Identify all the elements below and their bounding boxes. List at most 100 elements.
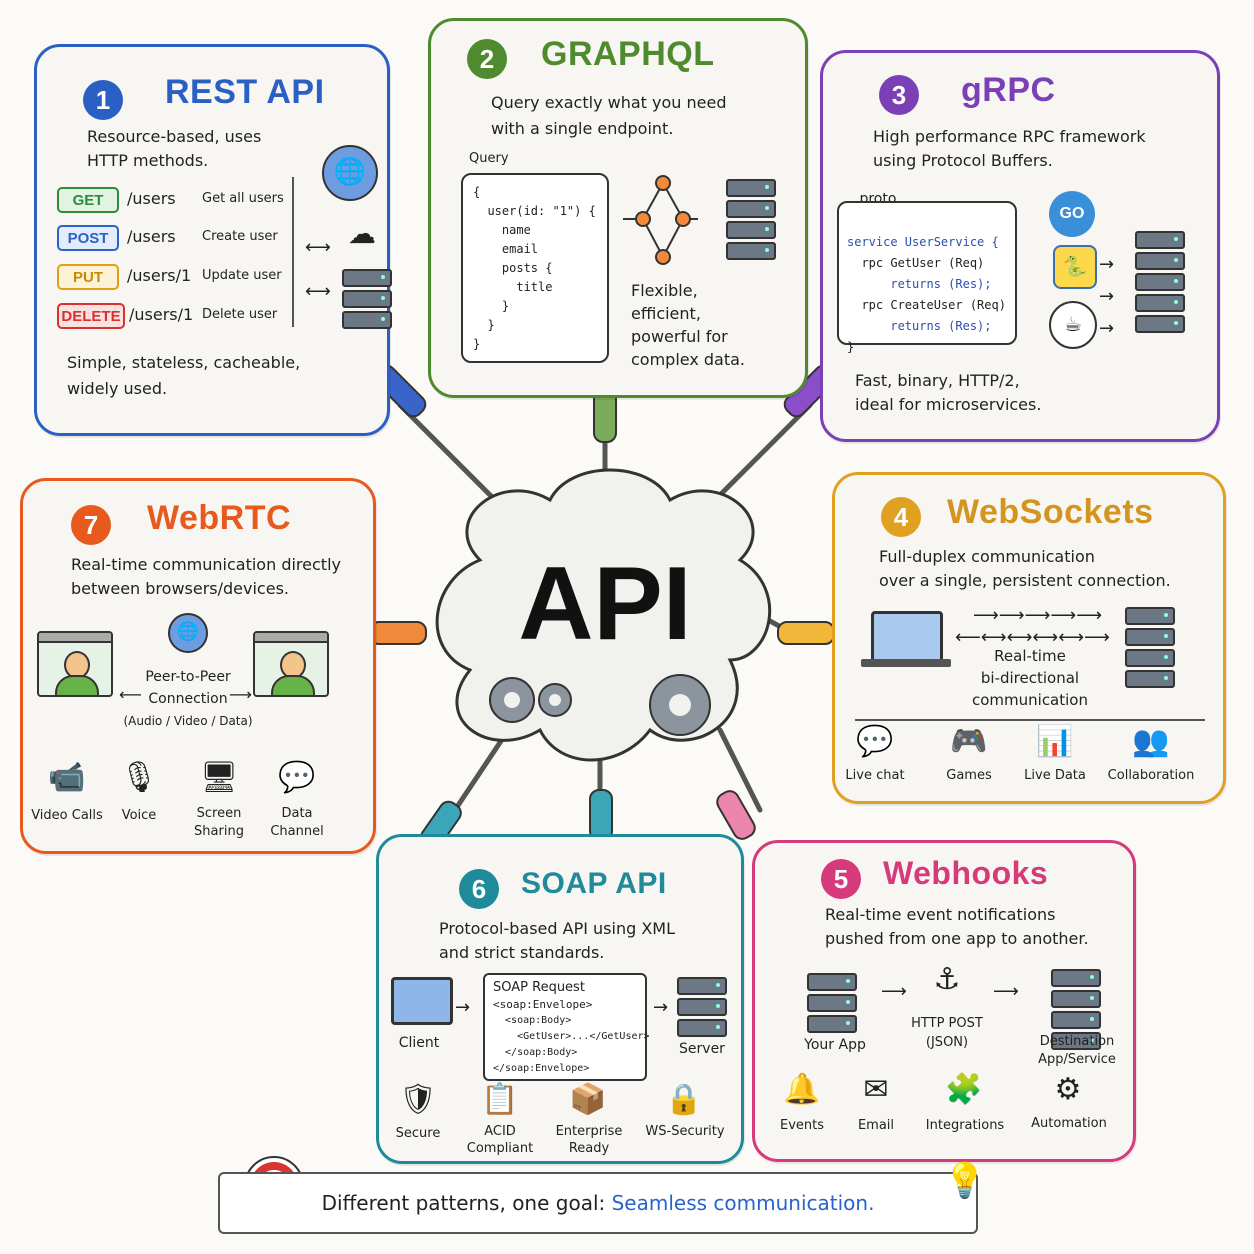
webrtc-plug (369, 621, 427, 645)
webhooks-use-label: Integrations (925, 1118, 1005, 1133)
server-icon (726, 179, 776, 263)
webrtc-panel: 7 WebRTC Real-time communication directl… (20, 478, 376, 854)
webrtc-use-label: Sharing (194, 824, 244, 839)
webhooks-plug (716, 790, 756, 840)
webhooks-arrow: ⟶ (993, 981, 1019, 1002)
graphql-summary-3: powerful for (631, 327, 728, 346)
server-icon (1135, 231, 1185, 336)
footer-highlight: Seamless communication. (611, 1191, 875, 1215)
soap-request-line: <GetUser>...</GetUser> (493, 1031, 650, 1042)
graphql-title: GRAPHQL (541, 35, 715, 73)
rest-desc-1: Resource-based, uses (87, 127, 262, 146)
webhooks-dest-1: Destination (1039, 1034, 1115, 1049)
rest-arrow-2: ⟷ (305, 281, 331, 302)
rest-path-get: /users (127, 189, 176, 208)
soap-request-box: SOAP Request <soap:Envelope> <soap:Body>… (483, 973, 650, 1081)
webhooks-use-label: Email (857, 1118, 895, 1133)
grpc-title: gRPC (961, 71, 1056, 109)
grpc-code-line: service UserService { (847, 235, 999, 249)
graphql-summary-2: efficient, (631, 304, 701, 323)
checklist-icon: 📋 (481, 1082, 519, 1117)
rest-summary-1: Simple, stateless, cacheable, (67, 353, 301, 372)
integrations-icon: 🧩 (945, 1072, 983, 1107)
webhooks-panel: 5 Webhooks Real-time event notifications… (752, 840, 1136, 1162)
webhooks-arrow: ⟶ (881, 981, 907, 1002)
rest-method-post: POST (57, 225, 119, 251)
webrtc-use-label: Channel (270, 824, 324, 839)
microphone-icon: 🎙 (119, 760, 159, 795)
websockets-divider (855, 719, 1205, 721)
soap-arrow: → (653, 997, 669, 1018)
soap-feature-label: Enterprise (555, 1124, 623, 1139)
websockets-desc-1: Full-duplex communication (879, 547, 1095, 566)
webhooks-title: Webhooks (883, 855, 1049, 891)
webrtc-use-label: Voice (121, 808, 157, 823)
rest-summary-2: widely used. (67, 379, 168, 398)
webrtc-p2p-1: Peer-to-Peer (145, 669, 231, 685)
cloud-icon: ☁ (348, 217, 376, 250)
peer-screen-right (253, 631, 329, 697)
websockets-arrow-text-1: Real-time (994, 647, 1066, 665)
rest-method-delete: DELETE (57, 303, 125, 329)
soap-panel: 6 SOAP API Protocol-based API using XML … (376, 834, 744, 1164)
soap-title: SOAP API (521, 867, 667, 900)
soap-request-line: </soap:Envelope> (493, 1063, 590, 1074)
websockets-desc-2: over a single, persistent connection. (879, 571, 1171, 590)
server-icon (677, 977, 727, 1040)
rest-panel: 1 REST API Resource-based, uses HTTP met… (34, 44, 392, 436)
graph-nodes-icon (623, 175, 698, 265)
globe-icon: 🌐 (322, 145, 378, 201)
webrtc-use-label: Video Calls (31, 808, 103, 823)
grpc-desc-2: using Protocol Buffers. (873, 151, 1053, 170)
soap-feature-label: Compliant (466, 1141, 534, 1156)
graphql-number-badge: 2 (467, 39, 507, 79)
webrtc-desc-1: Real-time communication directly (71, 555, 341, 574)
rest-number-badge: 1 (83, 80, 123, 120)
webhooks-post-2: (JSON) (925, 1035, 969, 1050)
graphql-query-code: { user(id: "1") { name email posts { tit… (461, 173, 609, 363)
webrtc-number-badge: 7 (71, 505, 111, 545)
chat-icon: 💬 (856, 724, 894, 759)
webhooks-desc-1: Real-time event notifications (825, 905, 1056, 924)
grpc-code-line: returns (Res); (847, 319, 992, 333)
webrtc-p2p-3: (Audio / Video / Data) (123, 714, 253, 728)
grpc-summary-1: Fast, binary, HTTP/2, (855, 371, 1020, 390)
rest-desc-2: HTTP methods. (87, 151, 209, 170)
webrtc-title: WebRTC (147, 499, 292, 537)
java-logo-icon: ☕ (1049, 301, 1097, 349)
soap-feature-label: ACID (484, 1124, 516, 1139)
webhooks-post-1: HTTP POST (911, 1016, 983, 1031)
websockets-arrow-bottom: ⟵⟷⟷⟷⟷⟶ (955, 627, 1110, 648)
soap-client-label: Client (398, 1035, 440, 1051)
webhooks-connector-wire (717, 727, 763, 813)
laptop-base (861, 659, 951, 667)
server-icon (342, 269, 392, 332)
websockets-number-badge: 4 (881, 497, 921, 537)
grpc-desc-1: High performance RPC framework (873, 127, 1146, 146)
rest-title: REST API (165, 73, 325, 111)
webrtc-p2p-2: Connection (148, 691, 228, 707)
grpc-arrows: → → → (1099, 254, 1115, 339)
monitor-icon: 🖥 (199, 760, 239, 795)
go-logo-icon: GO (1049, 191, 1095, 237)
websockets-arrow-text-3: communication (971, 691, 1088, 709)
webrtc-desc-2: between browsers/devices. (71, 579, 289, 598)
grpc-code-line: returns (Res); (847, 277, 992, 291)
grpc-code-line: rpc CreateUser (Req) (847, 298, 1006, 312)
footer-banner: Different patterns, one goal: Seamless c… (218, 1172, 978, 1234)
grpc-proto-code: service UserService { rpc GetUser (Req) … (837, 201, 1017, 354)
chat-icon: 💬 (278, 760, 316, 795)
rest-arrow-1: ⟷ (305, 237, 331, 258)
soap-feature-label: WS-Security (645, 1124, 725, 1139)
graphql-summary-1: Flexible, (631, 281, 698, 300)
monitor-icon (391, 977, 453, 1025)
soap-request-line: <soap:Body> (493, 1015, 572, 1026)
webhooks-use-label: Events (779, 1118, 824, 1133)
soap-request-line: <soap:Envelope> (493, 998, 593, 1011)
graphql-summary-4: complex data. (631, 350, 746, 369)
server-icon (1051, 969, 1101, 1053)
hook-icon: ⚓ (933, 962, 961, 997)
soap-desc-2: and strict standards. (439, 943, 605, 962)
graphql-query-label: Query (469, 151, 509, 166)
graphql-desc-1: Query exactly what you need (491, 93, 727, 112)
